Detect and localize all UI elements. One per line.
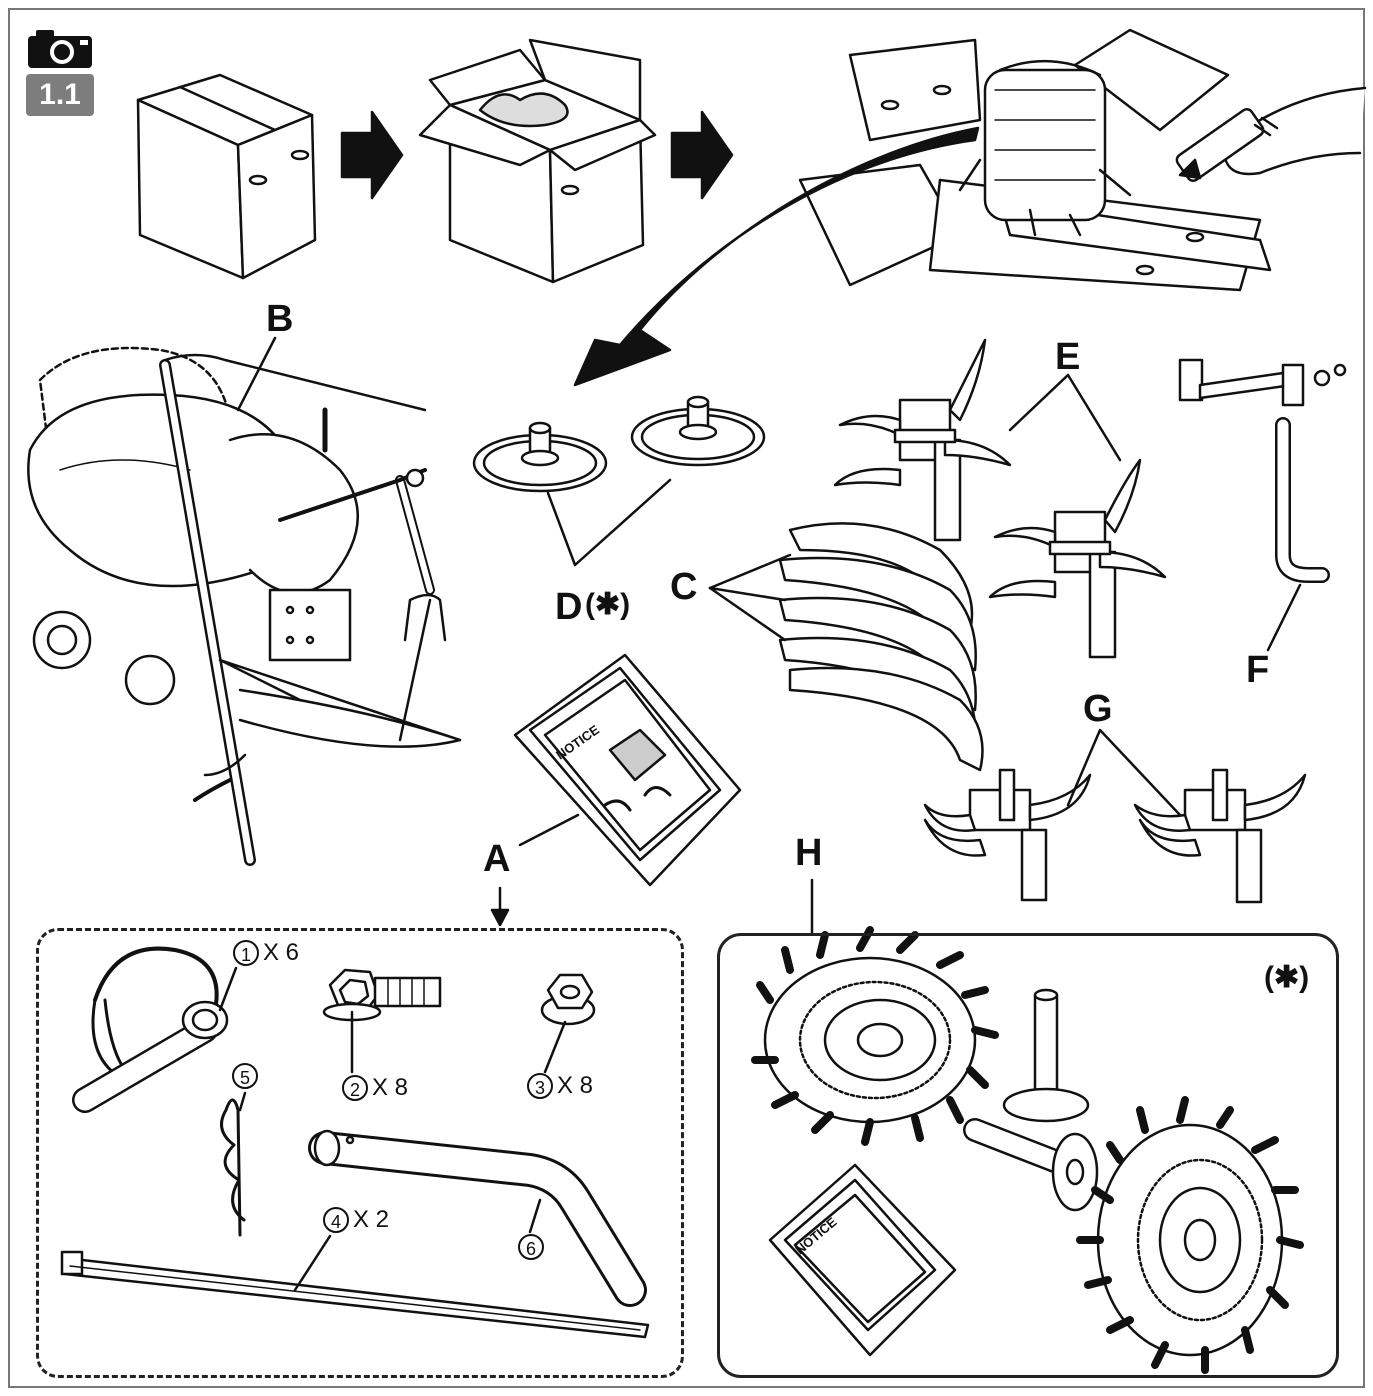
document-pack-h <box>768 1163 957 1357</box>
cable-tie-4 <box>60 1250 650 1339</box>
flange-bolt-2 <box>322 968 442 1022</box>
label-f: F <box>1246 649 1270 691</box>
document-pack-a <box>513 653 742 887</box>
part-number: 1 <box>233 940 259 966</box>
label-d: D <box>555 586 583 628</box>
tine-assembly-e <box>988 458 1167 659</box>
lynch-pin-1 <box>72 946 229 1113</box>
disc-d <box>630 395 766 467</box>
part-number: 4 <box>323 1207 349 1233</box>
part-callout-2: 2 X 8 <box>342 1075 408 1101</box>
part-quantity: X 6 <box>263 939 300 966</box>
wheel-hub-h <box>963 988 1099 1212</box>
part-number: 3 <box>527 1073 553 1099</box>
tine-assembly-g <box>923 768 1092 902</box>
label-g: G <box>1083 688 1113 730</box>
hardware-kit-box <box>36 928 684 1378</box>
tine-assembly-g <box>1133 768 1307 904</box>
part-quantity: X 2 <box>353 1206 390 1233</box>
part-number: 5 <box>232 1063 258 1089</box>
closed-box-icon <box>136 73 317 280</box>
tine-assembly-e <box>833 338 1012 542</box>
diagram-frame <box>8 8 1365 1388</box>
label-c: C <box>670 566 698 608</box>
hair-pin-5 <box>220 1098 246 1237</box>
disc-d <box>472 421 608 493</box>
part-number: 6 <box>518 1234 544 1260</box>
part-callout-1: 1 X 6 <box>233 940 299 966</box>
part-quantity: X 8 <box>557 1072 594 1099</box>
utility-knife-icon <box>1175 86 1367 182</box>
flange-nut-3 <box>540 973 596 1026</box>
label-d-optional-mark: (✱) <box>585 588 631 621</box>
optional-wheel-kit-box <box>717 933 1339 1378</box>
optional-mark: (✱) <box>1264 961 1310 994</box>
label-b: B <box>266 298 294 340</box>
handle-pipe-6 <box>308 1129 647 1307</box>
depth-bar-f <box>1178 358 1347 583</box>
wheel-h <box>1076 1096 1304 1374</box>
tiller-machine-b <box>27 346 462 866</box>
part-number: 2 <box>342 1075 368 1101</box>
flattened-box-with-tiller <box>798 28 1272 292</box>
label-e: E <box>1055 336 1081 378</box>
label-a: A <box>483 838 511 880</box>
part-callout-3: 3 X 8 <box>527 1073 593 1099</box>
part-callout-4: 4 X 2 <box>323 1207 389 1233</box>
wheel-h <box>751 926 999 1146</box>
part-callout-5: 5 <box>232 1063 258 1089</box>
curved-arrow-icon <box>573 126 980 387</box>
label-h: H <box>795 832 823 874</box>
open-box-icon <box>418 38 657 284</box>
step-number-badge: 1.1 <box>26 74 94 116</box>
part-quantity: X 8 <box>372 1074 409 1101</box>
part-callout-6: 6 <box>518 1234 544 1260</box>
shield-stack-c <box>778 522 984 772</box>
arrow-right-icon <box>340 110 404 200</box>
arrow-right-icon <box>670 110 734 200</box>
camera-icon <box>28 30 92 68</box>
